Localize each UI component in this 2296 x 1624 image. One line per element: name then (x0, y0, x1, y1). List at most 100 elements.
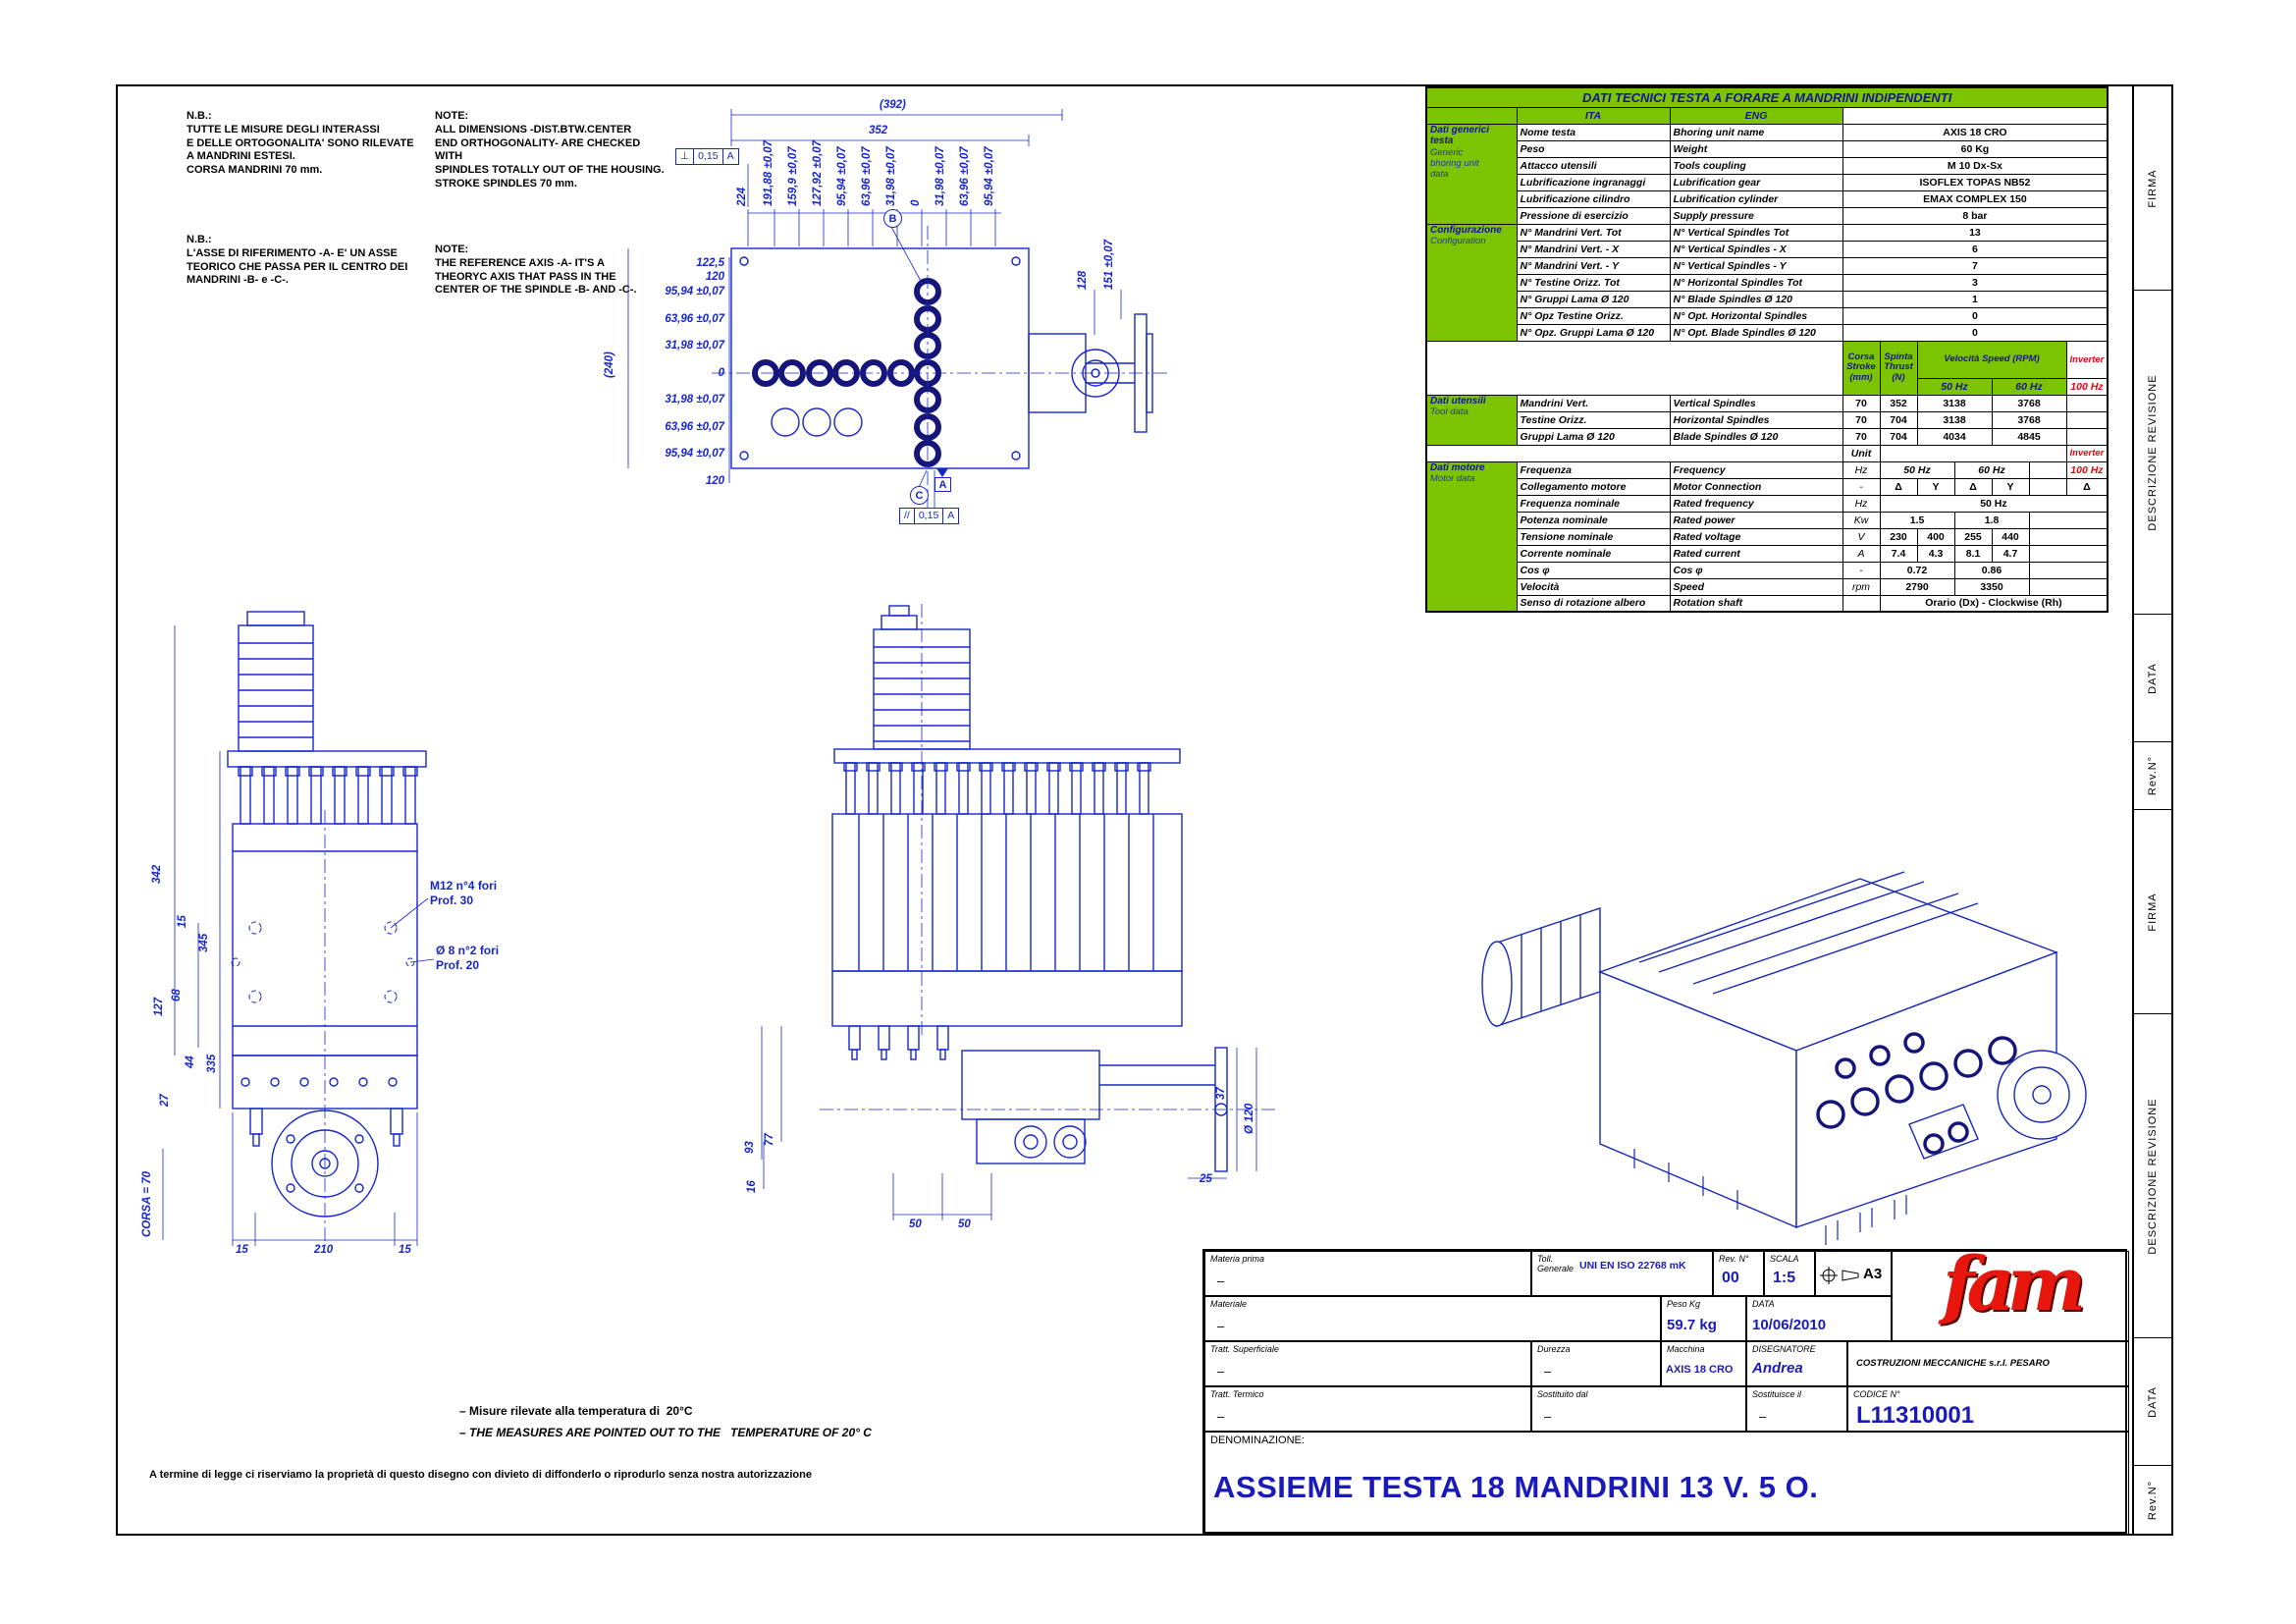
cell-eng: Supply pressure (1669, 206, 1843, 225)
field-materiale: Materiale– (1204, 1296, 1661, 1341)
cell-ita: Peso (1516, 139, 1671, 158)
perpendicularity-icon: ⊥ (676, 149, 695, 164)
dim-label: 335 (206, 1054, 218, 1073)
table-title: DATI TECNICI TESTA A FORARE A MANDRINI I… (1425, 86, 2109, 108)
field-sostituisce: Sostituisce il– (1746, 1386, 1847, 1432)
cell-ita: N° Mandrini Vert. - X (1516, 240, 1671, 258)
field-formato: A3 (1815, 1251, 1892, 1296)
cell-eng: N° Vertical Spindles - Y (1669, 256, 1843, 275)
cell-eng: N° Opt. Horizontal Spindles (1669, 306, 1843, 325)
dim-label: 50 (958, 1218, 971, 1230)
field-codice: CODICE N°L11310001 (1847, 1386, 2129, 1432)
dim-label: 31,98 ±0,07 (665, 394, 724, 406)
cell-eng: N° Vertical Spindles Tot (1669, 223, 1843, 242)
plan-view-drawing (627, 109, 1168, 520)
dim-label: 0 (910, 199, 922, 206)
dim-label: 122,5 (696, 257, 724, 269)
dim-label: 210 (314, 1244, 334, 1256)
cell-eng: Weight (1669, 139, 1843, 158)
dim-label: 63,96 ±0,07 (665, 313, 724, 325)
thread-callout: M12 n°4 fori Prof. 30 (430, 879, 498, 907)
dim-label: 63,96 ±0,07 (959, 146, 971, 206)
dim-label: 44 (185, 1056, 196, 1068)
dim-label: 50 (909, 1218, 922, 1230)
notes-italian-1: N.B.: TUTTE LE MISURE DEGLI INTERASSI E … (187, 110, 414, 177)
header-inverter: Inverter (2065, 340, 2109, 379)
strip-seg: FIRMA (2134, 810, 2171, 1014)
datum-target-c: C (910, 486, 929, 505)
dim-label: 128 (1077, 270, 1089, 290)
cell-eng: N° Blade Spindles Ø 120 (1669, 290, 1843, 308)
field-revisione: Rev. N°00 (1713, 1251, 1764, 1296)
dim-label: 15 (236, 1244, 248, 1256)
cell-ita: Attacco utensili (1516, 156, 1671, 175)
header-stroke: Corsa Stroke (mm) (1842, 340, 1881, 396)
dim-label: 63,96 ±0,07 (861, 146, 873, 206)
spindle-circles (752, 278, 941, 467)
dim-label: 345 (198, 933, 210, 952)
drawing-title: ASSIEME TESTA 18 MANDRINI 13 V. 5 O. (1213, 1470, 1819, 1504)
dim-label: CORSA = 70 (141, 1170, 153, 1237)
cell-ita: Mandrini Vert. (1516, 394, 1671, 412)
cell-value: EMAX COMPLEX 150 (1842, 189, 2109, 208)
isometric-view (1414, 677, 2130, 1247)
cell-value: ISOFLEX TOPAS NB52 (1842, 173, 2109, 191)
header-50hz: 50 Hz (1916, 377, 1993, 396)
cell-ita: N° Mandrini Vert. Tot (1516, 223, 1671, 242)
col-header-ita: ITA (1516, 106, 1671, 125)
field-denominazione: DENOMINAZIONE:ASSIEME TESTA 18 MANDRINI … (1204, 1432, 2129, 1536)
parallelism-icon: // (900, 509, 915, 523)
dim-label: 191,88 ±0,07 (763, 139, 774, 206)
plan-view: 224 191,88 ±0,07 159,9 ±0,07 127,92 ±0,0… (589, 83, 1355, 673)
cell-eng: Vertical Spindles (1669, 394, 1843, 412)
header-unit: Unit (1842, 444, 1881, 462)
col-header-eng: ENG (1669, 106, 1843, 125)
dim-label: Ø 120 (1244, 1103, 1255, 1134)
cell-eng: Tools coupling (1669, 156, 1843, 175)
dim-label: (240) (604, 352, 615, 378)
cell-value: 0 (1842, 323, 2109, 342)
dim-label: 127,92 ±0,07 (812, 139, 824, 206)
strip-seg: Rev.N° (2134, 1466, 2171, 1534)
strip-seg: DESCRIZIONE REVISIONE (2134, 291, 2171, 615)
dim-label: 27 (159, 1094, 171, 1107)
strip-label: DATA (2147, 1385, 2159, 1418)
notes-italian-2: N.B.: L'ASSE DI RIFERIMENTO -A- E' UN AS… (187, 234, 408, 287)
dim-label: 31,98 ±0,07 (885, 146, 897, 206)
cell-ita: Pressione di esercizio (1516, 206, 1671, 225)
dim-label: 224 (736, 187, 748, 206)
cell-eng: Horizontal Spindles (1669, 410, 1843, 429)
field-tratt-termico: Tratt. Termico– (1204, 1386, 1531, 1432)
dim-label: 95,94 ±0,07 (984, 146, 995, 206)
cell-eng: Bhoring unit name (1669, 123, 1843, 141)
cell-ita: Lubrificazione ingranaggi (1516, 173, 1671, 191)
cell-ita: N° Gruppi Lama Ø 120 (1516, 290, 1671, 308)
cell-eng: Lubrification cylinder (1669, 189, 1843, 208)
dim-label: 95,94 ±0,07 (665, 286, 724, 298)
cell-ita: Nome testa (1516, 123, 1671, 141)
field-company: COSTRUZIONI MECCANICHE s.r.l. PESARO (1847, 1341, 2129, 1386)
datum-target-b: B (883, 209, 902, 228)
strip-seg: DATA (2134, 615, 2171, 742)
cell-value: 60 Kg (1842, 139, 2109, 158)
strip-label: DESCRIZIONE REVISIONE (2147, 373, 2159, 531)
dim-label: 77 (764, 1133, 775, 1146)
field-sostituito: Sostituito dal– (1531, 1386, 1746, 1432)
cell-value: 8 bar (1842, 206, 2109, 225)
dim-label: 93 (744, 1141, 756, 1154)
header-thrust: Spinta Thrust (N) (1879, 340, 1918, 396)
front-view-drawing (162, 611, 435, 1247)
dim-label: 95,94 ±0,07 (665, 448, 724, 460)
side-view: 93 77 16 50 50 37 25 Ø 120 (726, 604, 1374, 1281)
